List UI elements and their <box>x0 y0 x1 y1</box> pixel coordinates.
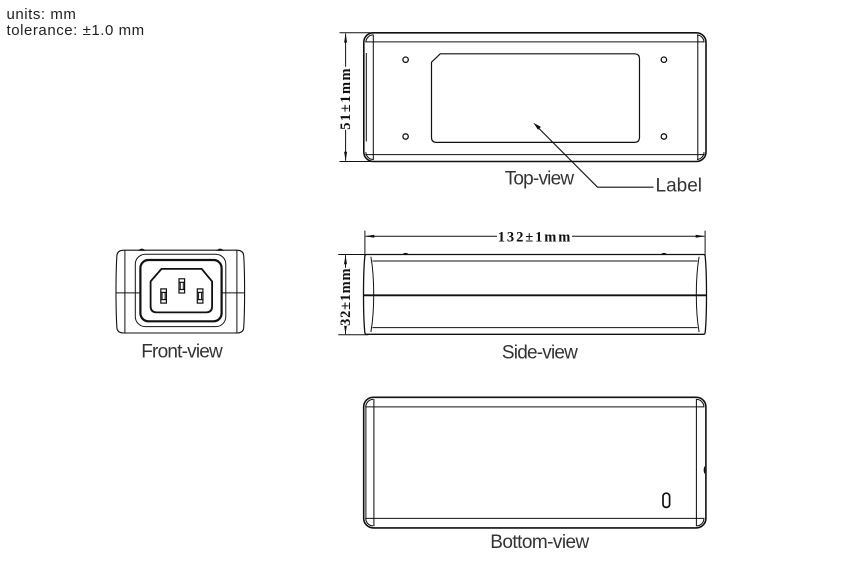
svg-text:units: mm: units: mm <box>7 6 77 23</box>
svg-text:Label: Label <box>656 175 703 196</box>
svg-text:Bottom-view: Bottom-view <box>490 532 589 553</box>
svg-text:tolerance: ±1.0 mm: tolerance: ±1.0 mm <box>7 22 145 39</box>
svg-text:Top-view: Top-view <box>505 169 575 190</box>
svg-text:51±1mm: 51±1mm <box>338 67 354 130</box>
svg-text:32±1mm: 32±1mm <box>338 268 354 326</box>
svg-text:Front-view: Front-view <box>141 342 223 363</box>
svg-text:132±1mm: 132±1mm <box>498 229 572 245</box>
svg-text:Side-view: Side-view <box>502 342 578 363</box>
